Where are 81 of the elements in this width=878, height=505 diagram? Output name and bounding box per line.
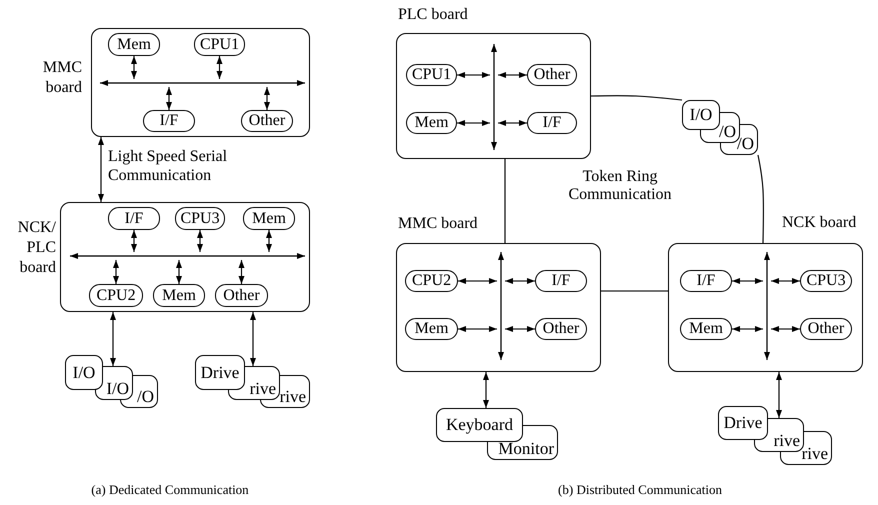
arrow (771, 326, 800, 332)
module-box: CPU3 (175, 207, 225, 230)
bus-arrow (100, 79, 305, 87)
device-label: rive (280, 389, 306, 405)
board-label: NCK board (782, 213, 858, 233)
ring-line (590, 95, 682, 101)
bus-arrow (497, 252, 505, 360)
ring-line (757, 154, 764, 244)
device-label: rive (250, 381, 276, 397)
device-label: /O (719, 124, 736, 140)
arrow (458, 278, 497, 284)
module-box: CPU3 (800, 270, 852, 292)
board-label: MMC board (42, 58, 82, 98)
board-label: NCK/ PLC board (16, 218, 56, 278)
arrow (505, 326, 535, 332)
device-label: I/O (688, 107, 714, 123)
arrow (238, 260, 244, 284)
module-box: Mem (405, 318, 458, 340)
module-box: I/F (108, 207, 160, 230)
arrow (176, 260, 182, 284)
module-box: I/F (143, 110, 195, 132)
edge-label: Light Speed Serial Communication (108, 147, 228, 185)
arrow (264, 87, 270, 110)
arrow (166, 87, 172, 110)
module-box: CPU1 (194, 33, 245, 56)
module-box: Mem (108, 33, 160, 56)
module-box: I/F (527, 112, 577, 134)
arrow (732, 326, 763, 332)
module-box: Other (241, 110, 293, 132)
device-label: Drive (200, 364, 240, 380)
module-box: CPU2 (89, 284, 143, 307)
arrow (483, 372, 489, 408)
arrow (457, 120, 490, 126)
board-label: PLC board (398, 5, 469, 25)
ring-line (601, 290, 668, 292)
device-label: /O (137, 389, 154, 405)
arrow (498, 72, 527, 78)
device-label: Monitor (498, 441, 554, 457)
module-box: I/F (680, 270, 732, 292)
module-box: Mem (153, 284, 205, 307)
arrow (131, 56, 137, 79)
arrow (458, 326, 497, 332)
module-box: Mem (406, 112, 457, 134)
device-label: I/O (106, 381, 129, 397)
module-box: Other (527, 64, 577, 86)
ring-line (504, 159, 506, 243)
arrow (266, 230, 272, 252)
bus-arrow (763, 252, 771, 360)
board-label: MMC board (398, 214, 479, 234)
arrow (457, 72, 490, 78)
device-label: I/O (72, 364, 96, 380)
caption: (b) Distributed Communication (557, 482, 723, 498)
arrow (498, 120, 527, 126)
arrow (113, 260, 119, 284)
module-box: CPU2 (405, 270, 458, 292)
device-label: Drive (722, 415, 764, 431)
module-box: Other (800, 318, 852, 340)
device-label: Keyboard (444, 417, 514, 433)
arrow (131, 230, 137, 252)
arrow (732, 278, 763, 284)
device-label: rive (774, 433, 800, 449)
arrow (110, 312, 116, 366)
arrow (771, 278, 800, 284)
arrow (776, 372, 782, 418)
device-label: rive (802, 446, 828, 462)
arrow (250, 312, 256, 366)
module-box: Other (535, 318, 587, 340)
bus-arrow (490, 44, 498, 150)
bus-arrow (70, 252, 305, 260)
module-box: Other (215, 284, 268, 307)
arrow (197, 230, 203, 252)
module-box: CPU1 (406, 64, 457, 86)
ring-label: Token Ring Communication (567, 168, 673, 204)
module-box: Mem (680, 318, 732, 340)
arrow (98, 137, 104, 202)
module-box: I/F (535, 270, 587, 292)
device-label: /O (737, 136, 754, 152)
module-box: Mem (243, 207, 295, 230)
arrow (216, 56, 222, 79)
arrow (505, 278, 535, 284)
caption: (a) Dedicated Communication (90, 482, 250, 498)
